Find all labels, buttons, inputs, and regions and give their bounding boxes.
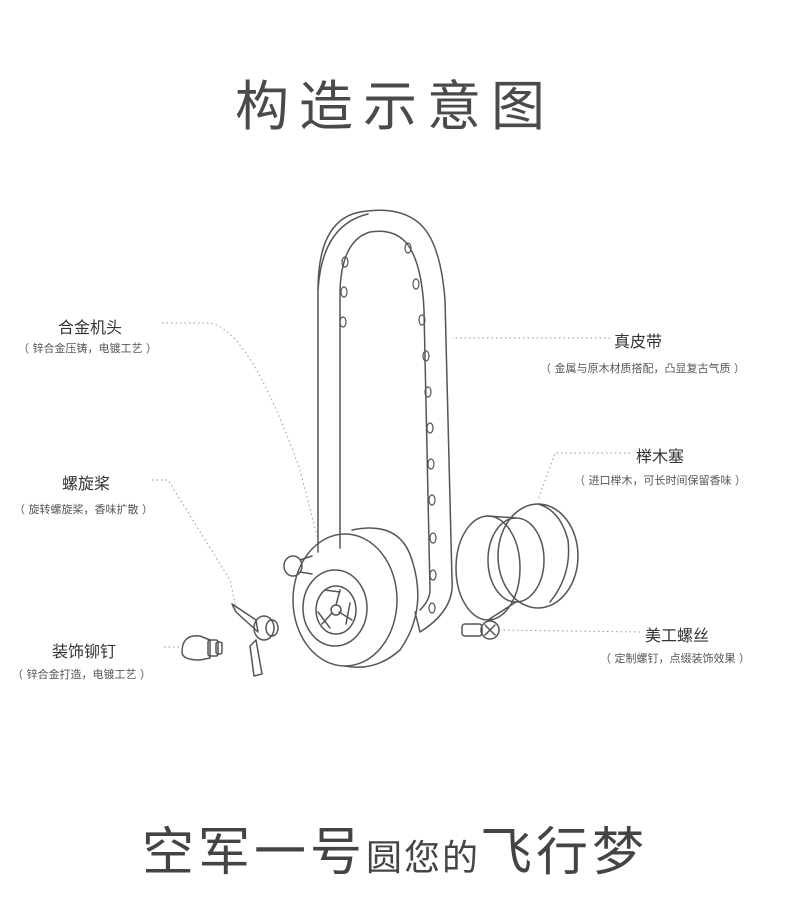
propeller-drawing bbox=[231, 603, 279, 677]
part-name-alloy-head: 合金机头 bbox=[58, 318, 123, 337]
slogan-part-3: 飞行梦 bbox=[480, 823, 649, 883]
part-name-screw: 美工螺丝 bbox=[645, 626, 710, 645]
part-desc-propeller: （ 旋转螺旋桨，香味扩散 ） bbox=[14, 503, 153, 516]
alloy-head-drawing bbox=[292, 527, 419, 668]
part-name-propeller: 螺旋桨 bbox=[62, 474, 111, 493]
slogan-part-1: 空军一号 bbox=[141, 823, 366, 883]
part-desc-alloy-head: （ 锌合金压铸，电镀工艺 ） bbox=[18, 342, 157, 355]
screw-drawing bbox=[461, 620, 500, 640]
slogan: 空军一号圆您的飞行梦 bbox=[0, 810, 790, 885]
wood-plug-drawing bbox=[455, 503, 579, 621]
slogan-part-2: 圆您的 bbox=[365, 838, 480, 879]
part-name-rivet: 装饰铆钉 bbox=[52, 642, 117, 661]
part-name-wood-plug: 榉木塞 bbox=[636, 447, 685, 466]
page-title: 构造示意图 bbox=[235, 75, 555, 138]
head-knob-drawing bbox=[283, 555, 313, 577]
part-desc-wood-plug: （ 进口榉木，可长时间保留香味 ） bbox=[574, 474, 746, 487]
leather-strap-drawing bbox=[317, 209, 453, 633]
part-desc-screw: （ 定制螺钉，点缀装饰效果 ） bbox=[600, 652, 750, 665]
rivet-drawing bbox=[181, 635, 223, 661]
part-name-leather-strap: 真皮带 bbox=[614, 332, 663, 351]
part-desc-rivet: （ 锌合金打造，电镀工艺 ） bbox=[12, 668, 151, 681]
part-desc-leather-strap: （ 金属与原木材质搭配，凸显复古气质 ） bbox=[540, 362, 745, 375]
strap-holes bbox=[339, 242, 437, 614]
